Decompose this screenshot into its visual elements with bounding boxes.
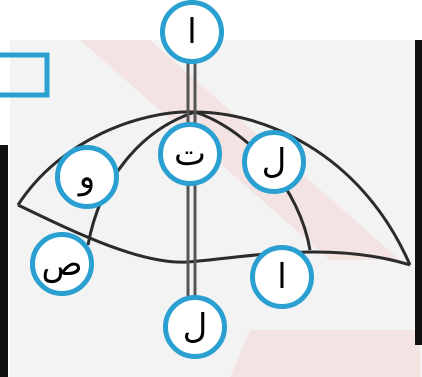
letter-right-lower: ا — [277, 257, 287, 297]
umbrella-rib-left — [86, 110, 196, 246]
letter-top: ا — [187, 12, 197, 52]
watermark — [80, 40, 420, 377]
right-frame-border — [415, 40, 422, 345]
letter-bubble-right-upper: ل — [242, 130, 306, 194]
letter-bubble-top: ا — [160, 0, 224, 64]
letter-bubble-left-lower: ص — [30, 232, 94, 296]
letter-bubble-bottom: ل — [163, 295, 227, 359]
letter-bottom: ل — [182, 307, 208, 347]
corner-box — [0, 52, 50, 98]
letter-right-upper: ل — [261, 142, 287, 182]
letter-center: ت — [173, 134, 206, 174]
letter-left-upper: و — [78, 157, 96, 197]
letter-bubble-center: ت — [158, 122, 222, 186]
letter-left-lower: ص — [41, 244, 83, 284]
letter-bubble-right-lower: ا — [250, 245, 314, 309]
left-frame-border — [0, 145, 8, 377]
letter-bubble-left-upper: و — [55, 145, 119, 209]
